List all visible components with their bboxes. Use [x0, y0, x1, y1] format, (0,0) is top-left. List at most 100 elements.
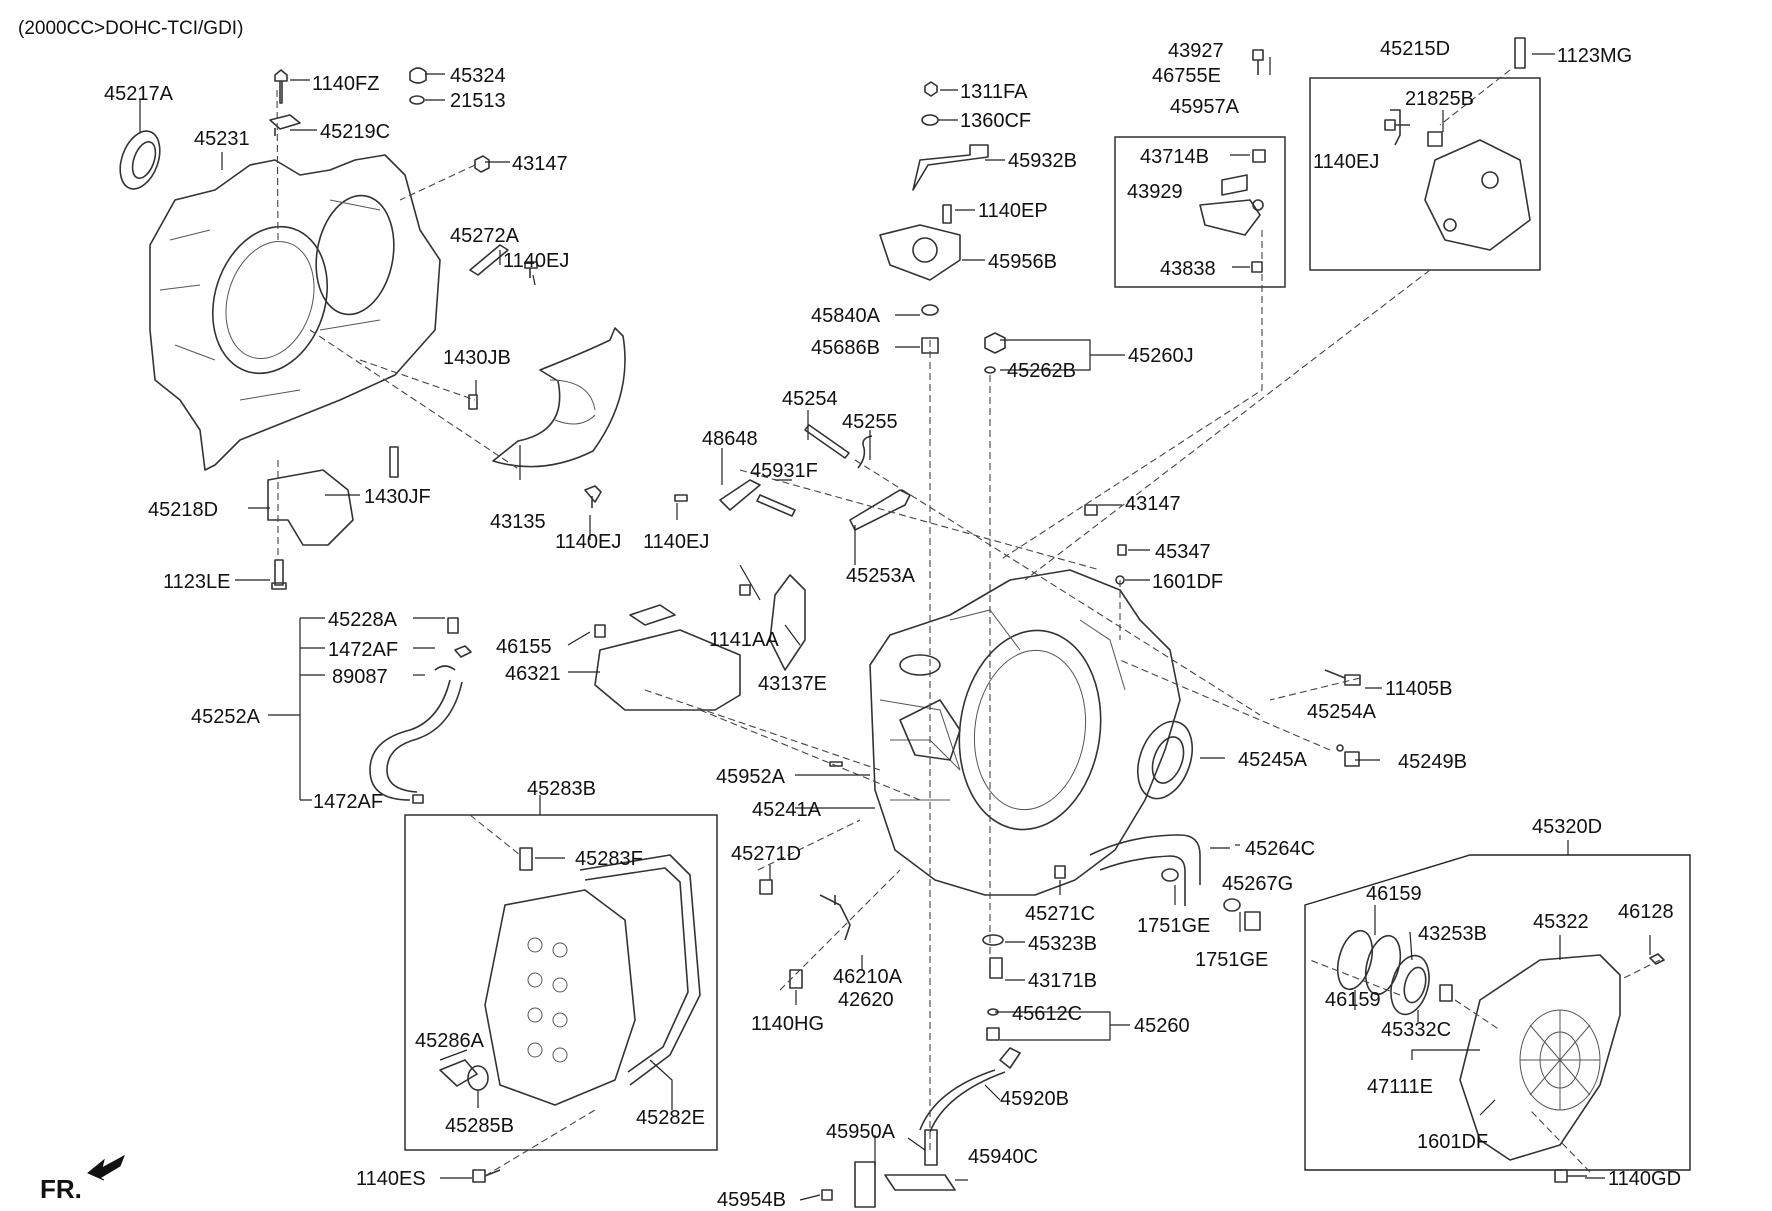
label-45283F: 45283F	[575, 848, 643, 870]
label-45286A: 45286A	[415, 1030, 485, 1052]
front-direction-indicator: FR.	[40, 1154, 125, 1204]
label-45264C: 45264C	[1245, 838, 1315, 860]
label-45840A: 45840A	[811, 305, 881, 327]
label-46755E: 46755E	[1152, 65, 1221, 87]
group-box-45215D	[1309, 77, 1541, 271]
label-1311FA: 1311FA	[960, 81, 1028, 103]
label-1140EJ-d: 1140EJ	[643, 531, 709, 553]
label-43147-b: 43147	[1125, 493, 1181, 515]
label-45686B: 45686B	[811, 337, 880, 359]
label-45324: 45324	[450, 65, 506, 87]
group-box-45957A	[1114, 136, 1286, 288]
label-48648: 48648	[702, 428, 758, 450]
label-43838: 43838	[1160, 258, 1216, 280]
label-21513: 21513	[450, 90, 506, 112]
label-45267G: 45267G	[1222, 873, 1293, 895]
label-45231: 45231	[194, 128, 250, 150]
heat-shield-43135	[492, 327, 626, 468]
label-45215D: 45215D	[1380, 38, 1450, 60]
label-46321: 46321	[505, 663, 561, 685]
label-11405B: 11405B	[1385, 678, 1452, 700]
label-45347: 45347	[1155, 541, 1211, 563]
label-1430JB: 1430JB	[443, 347, 511, 369]
shift-control-parts	[879, 81, 1006, 374]
oil-pipe-45264C	[1089, 834, 1261, 931]
label-45271D: 45271D	[731, 843, 801, 865]
label-43714B: 43714B	[1140, 146, 1209, 168]
label-45940C: 45940C	[968, 1146, 1038, 1168]
label-1751GE-a: 1751GE	[1137, 915, 1210, 937]
group-45957A-parts	[1199, 49, 1266, 273]
label-45218D: 45218D	[148, 499, 218, 521]
engine-spec-title: (2000CC>DOHC-TCI/GDI)	[18, 18, 243, 39]
label-45323B: 45323B	[1028, 933, 1097, 955]
label-45283B: 45283B	[527, 778, 596, 800]
label-45320D: 45320D	[1532, 816, 1602, 838]
label-45260: 45260	[1134, 1015, 1190, 1037]
label-1140FZ: 1140FZ	[312, 73, 379, 95]
label-45260J: 45260J	[1128, 345, 1194, 367]
label-45285B: 45285B	[445, 1115, 514, 1137]
label-45612C: 45612C	[1012, 1003, 1082, 1025]
label-89087: 89087	[332, 666, 388, 688]
label-45253A: 45253A	[846, 565, 916, 587]
part-labels: 45217A 1140FZ 45324 21513 45231 45219C 4…	[104, 38, 1681, 1211]
label-45272A: 45272A	[450, 225, 520, 247]
group-box-45320D	[1304, 854, 1691, 1171]
label-45255: 45255	[842, 411, 898, 433]
bracket-43137E	[739, 574, 806, 671]
label-1140ES: 1140ES	[356, 1168, 426, 1190]
converter-housing	[149, 154, 441, 471]
label-43927: 43927	[1168, 40, 1224, 62]
oil-seal-45217A	[119, 130, 161, 190]
transaxle-case-45241A	[869, 569, 1181, 896]
label-45952A: 45952A	[716, 766, 786, 788]
label-45249B: 45249B	[1398, 751, 1467, 773]
label-45245A: 45245A	[1238, 749, 1308, 771]
label-47111E: 47111E	[1367, 1076, 1433, 1098]
label-45931F: 45931F	[750, 460, 818, 482]
label-43929: 43929	[1127, 181, 1183, 203]
group-box-45283B	[404, 814, 718, 1151]
label-46128: 46128	[1618, 901, 1674, 923]
cover-45322	[1336, 929, 1665, 1183]
label-45954B: 45954B	[717, 1189, 786, 1211]
mount-bracket-45215D	[1384, 37, 1531, 251]
breather-hose-45252A	[369, 617, 472, 804]
label-45219C: 45219C	[320, 121, 390, 143]
label-1140EP: 1140EP	[978, 200, 1048, 222]
label-45271C: 45271C	[1025, 903, 1095, 925]
label-45262B: 45262B	[1007, 360, 1076, 382]
label-1140GD: 1140GD	[1608, 1168, 1681, 1190]
label-1141AA: 1141AA	[709, 629, 779, 651]
label-1123LE: 1123LE	[163, 571, 230, 593]
label-43171B: 43171B	[1028, 970, 1097, 992]
label-1751GE-b: 1751GE	[1195, 949, 1268, 971]
front-arrow-icon	[87, 1154, 125, 1181]
label-46210A: 46210A	[833, 966, 903, 988]
label-1430JF: 1430JF	[364, 486, 431, 508]
front-label: FR.	[40, 1174, 82, 1204]
label-43147-a: 43147	[512, 153, 568, 175]
assembly-lines	[276, 69, 1661, 1177]
label-45282E: 45282E	[636, 1107, 705, 1129]
label-43135: 43135	[490, 511, 546, 533]
label-45241A: 45241A	[752, 799, 822, 821]
label-43253B: 43253B	[1418, 923, 1487, 945]
label-45920B: 45920B	[1000, 1088, 1069, 1110]
label-45254: 45254	[782, 388, 838, 410]
label-43137E: 43137E	[758, 673, 827, 695]
label-1140EJ-b: 1140EJ	[555, 531, 621, 553]
oil-seal-45245A	[1137, 720, 1193, 800]
label-1472AF-b: 1472AF	[313, 791, 383, 813]
label-1601DF-a: 1601DF	[1152, 571, 1223, 593]
label-46159-b: 46159	[1325, 989, 1381, 1011]
valve-body-cover	[439, 847, 701, 1106]
label-1140HG: 1140HG	[751, 1013, 824, 1035]
label-1140EJ-c: 1140EJ	[1313, 151, 1379, 173]
label-1601DF-b: 1601DF	[1417, 1131, 1488, 1153]
label-1360CF: 1360CF	[960, 110, 1031, 132]
label-45217A: 45217A	[104, 83, 174, 105]
label-46159-a: 46159	[1366, 883, 1422, 905]
